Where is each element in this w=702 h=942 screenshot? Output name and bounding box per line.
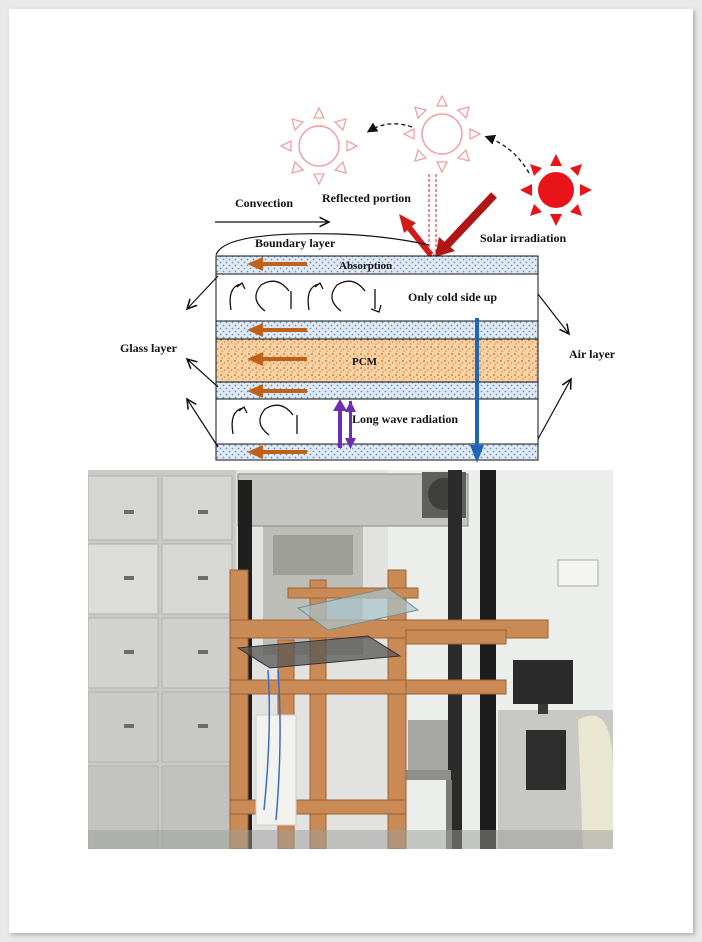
sun-path-arrow-upper [366, 122, 413, 133]
page: Convection Reflected portion Solar irrad… [9, 9, 693, 933]
boundary-layer-label: Boundary layer [255, 236, 336, 250]
flow-arrow [247, 257, 307, 271]
sun-path-arrow-lower [484, 134, 530, 174]
flow-arrow [247, 445, 307, 459]
glass-layer-pointer-arrows [187, 275, 219, 448]
glass-layer-label: Glass layer [120, 341, 178, 355]
boundary-layer-curve [215, 233, 430, 256]
only-cold-side-up-label: Only cold side up [408, 290, 497, 304]
pcm-window-diagram: Convection Reflected portion Solar irrad… [120, 94, 616, 463]
faded-sun-left-icon [279, 106, 359, 186]
long-wave-radiation-label: Long wave radiation [352, 412, 458, 426]
reflected-portion-label: Reflected portion [322, 191, 411, 205]
flow-arrow [247, 384, 307, 398]
long-wave-radiation-arrows [333, 399, 356, 449]
glass-layer-bottom [215, 443, 539, 461]
flow-arrow [247, 323, 307, 337]
sun-icon [520, 154, 592, 226]
absorption-label: Absorption [339, 260, 392, 272]
reflected-arrow [399, 214, 434, 257]
solar-simulator-lamp [237, 472, 469, 527]
experiment-photo [88, 470, 613, 849]
filing-cabinets [88, 470, 236, 849]
glass-specimens [236, 587, 420, 669]
convection-label: Convection [235, 196, 293, 210]
faded-sun-middle-icon [402, 94, 482, 174]
convection-swirls-top [229, 280, 382, 313]
air-gap-top [215, 273, 539, 322]
convection-swirls-bottom [231, 404, 298, 436]
flow-arrow [247, 352, 307, 366]
transmission-arrow [470, 318, 484, 463]
solar-irradiation-label: Solar irradiation [480, 231, 566, 245]
pcm-label: PCM [352, 356, 378, 368]
air-layer-pointer-arrows [537, 293, 571, 440]
air-layer-label: Air layer [569, 347, 616, 361]
incident-solar-arrow [435, 192, 497, 257]
